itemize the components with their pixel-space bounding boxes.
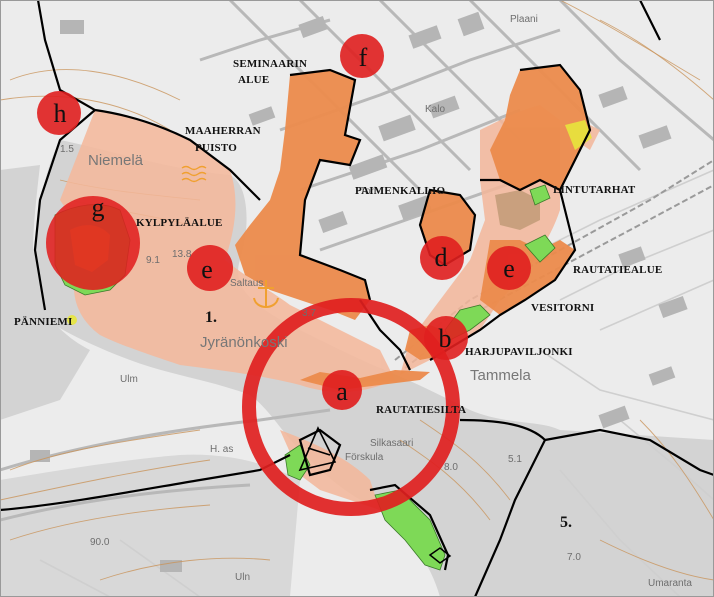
label-lintutarhat: LINTUTARHAT [553, 184, 636, 196]
place-hames: H. as [210, 444, 233, 455]
marker-a: a [336, 377, 348, 406]
marker-d: d [435, 243, 448, 272]
south-water [0, 454, 300, 597]
marker-e-west: e [201, 255, 213, 284]
marker-group [37, 34, 531, 410]
marker-b: b [439, 324, 452, 353]
anchor-icon [253, 280, 279, 308]
marker-b-circle [424, 316, 468, 360]
elev-2: 9.1 [146, 255, 160, 266]
marker-g-circle [46, 196, 140, 290]
place-tori: Tori [360, 186, 376, 197]
marker-e1-circle [187, 245, 233, 291]
building-blocks [30, 11, 688, 572]
place-tammela: Tammela [470, 367, 532, 384]
elev-1: 1.5 [60, 144, 74, 155]
place-jyranonkoski: Jyränönkoski [200, 334, 288, 351]
label-harjupaviljonki: HARJUPAVILJONKI [465, 346, 573, 358]
label-paimenkallio: PAIMENKALLIO [355, 185, 445, 197]
marker-g: g [92, 193, 105, 222]
place-plaani: Plaani [510, 14, 538, 25]
label-maaherran: MAAHERRAN [185, 125, 261, 137]
elev-5: 5.1 [508, 454, 522, 465]
marker-e2-circle [487, 246, 531, 290]
place-ulm: Ulm [120, 374, 138, 385]
marker-h-circle [37, 91, 81, 135]
marker-f-circle [340, 34, 384, 78]
zone-number-5: 5. [560, 514, 572, 531]
place-umaranta: Umaranta [648, 578, 692, 589]
elev-4: 8.0 [444, 462, 458, 473]
elev-6: 7.0 [567, 552, 581, 563]
base-map-names: Niemelä Jyränönkoski Tammela Plaani Salt… [60, 14, 692, 589]
elev-3: 3.7 [302, 308, 316, 319]
marker-f: f [359, 43, 368, 72]
marker-h: h [54, 99, 67, 128]
elev-8: 13.8 [172, 249, 192, 260]
place-uln: Uln [235, 572, 250, 583]
label-seminaarin: SEMINAARIN [233, 58, 307, 70]
left-bay-water [0, 165, 90, 420]
label-vesitorni: VESITORNI [531, 302, 594, 314]
place-forskula: Förskula [345, 452, 384, 463]
label-rautatiesilta: RAUTATIESILTA [376, 404, 466, 416]
area-labels: SEMINAARIN ALUE MAAHERRAN PUISTO PAIMENK… [14, 58, 662, 416]
diamond-symbol [428, 547, 452, 564]
label-panniemi: PÄNNIEMI [14, 315, 72, 328]
label-maaherran-puisto: PUISTO [195, 142, 237, 154]
elev-7: 90.0 [90, 537, 110, 548]
marker-a-circle [322, 370, 362, 410]
place-saltaus: Saltaus [230, 278, 263, 289]
zone-number-1: 1. [205, 309, 217, 326]
marker-letters: g h f e d e b a [54, 43, 515, 406]
focus-ring [242, 298, 460, 516]
tan-zone [495, 190, 540, 230]
place-silkasaari: Silkasaari [370, 438, 413, 449]
marker-e-east: e [503, 254, 515, 283]
place-niemela: Niemelä [88, 152, 144, 169]
waves-icon [181, 165, 207, 183]
marker-d-circle [420, 236, 464, 280]
label-kylpylaalue: KYLPYLÄALUE [136, 216, 223, 229]
label-seminaarin-alue: ALUE [238, 74, 269, 86]
triangle-symbol [298, 426, 337, 472]
place-kalo: Kalo [425, 104, 445, 115]
label-rautatiealue: RAUTATIEALUE [573, 264, 662, 276]
